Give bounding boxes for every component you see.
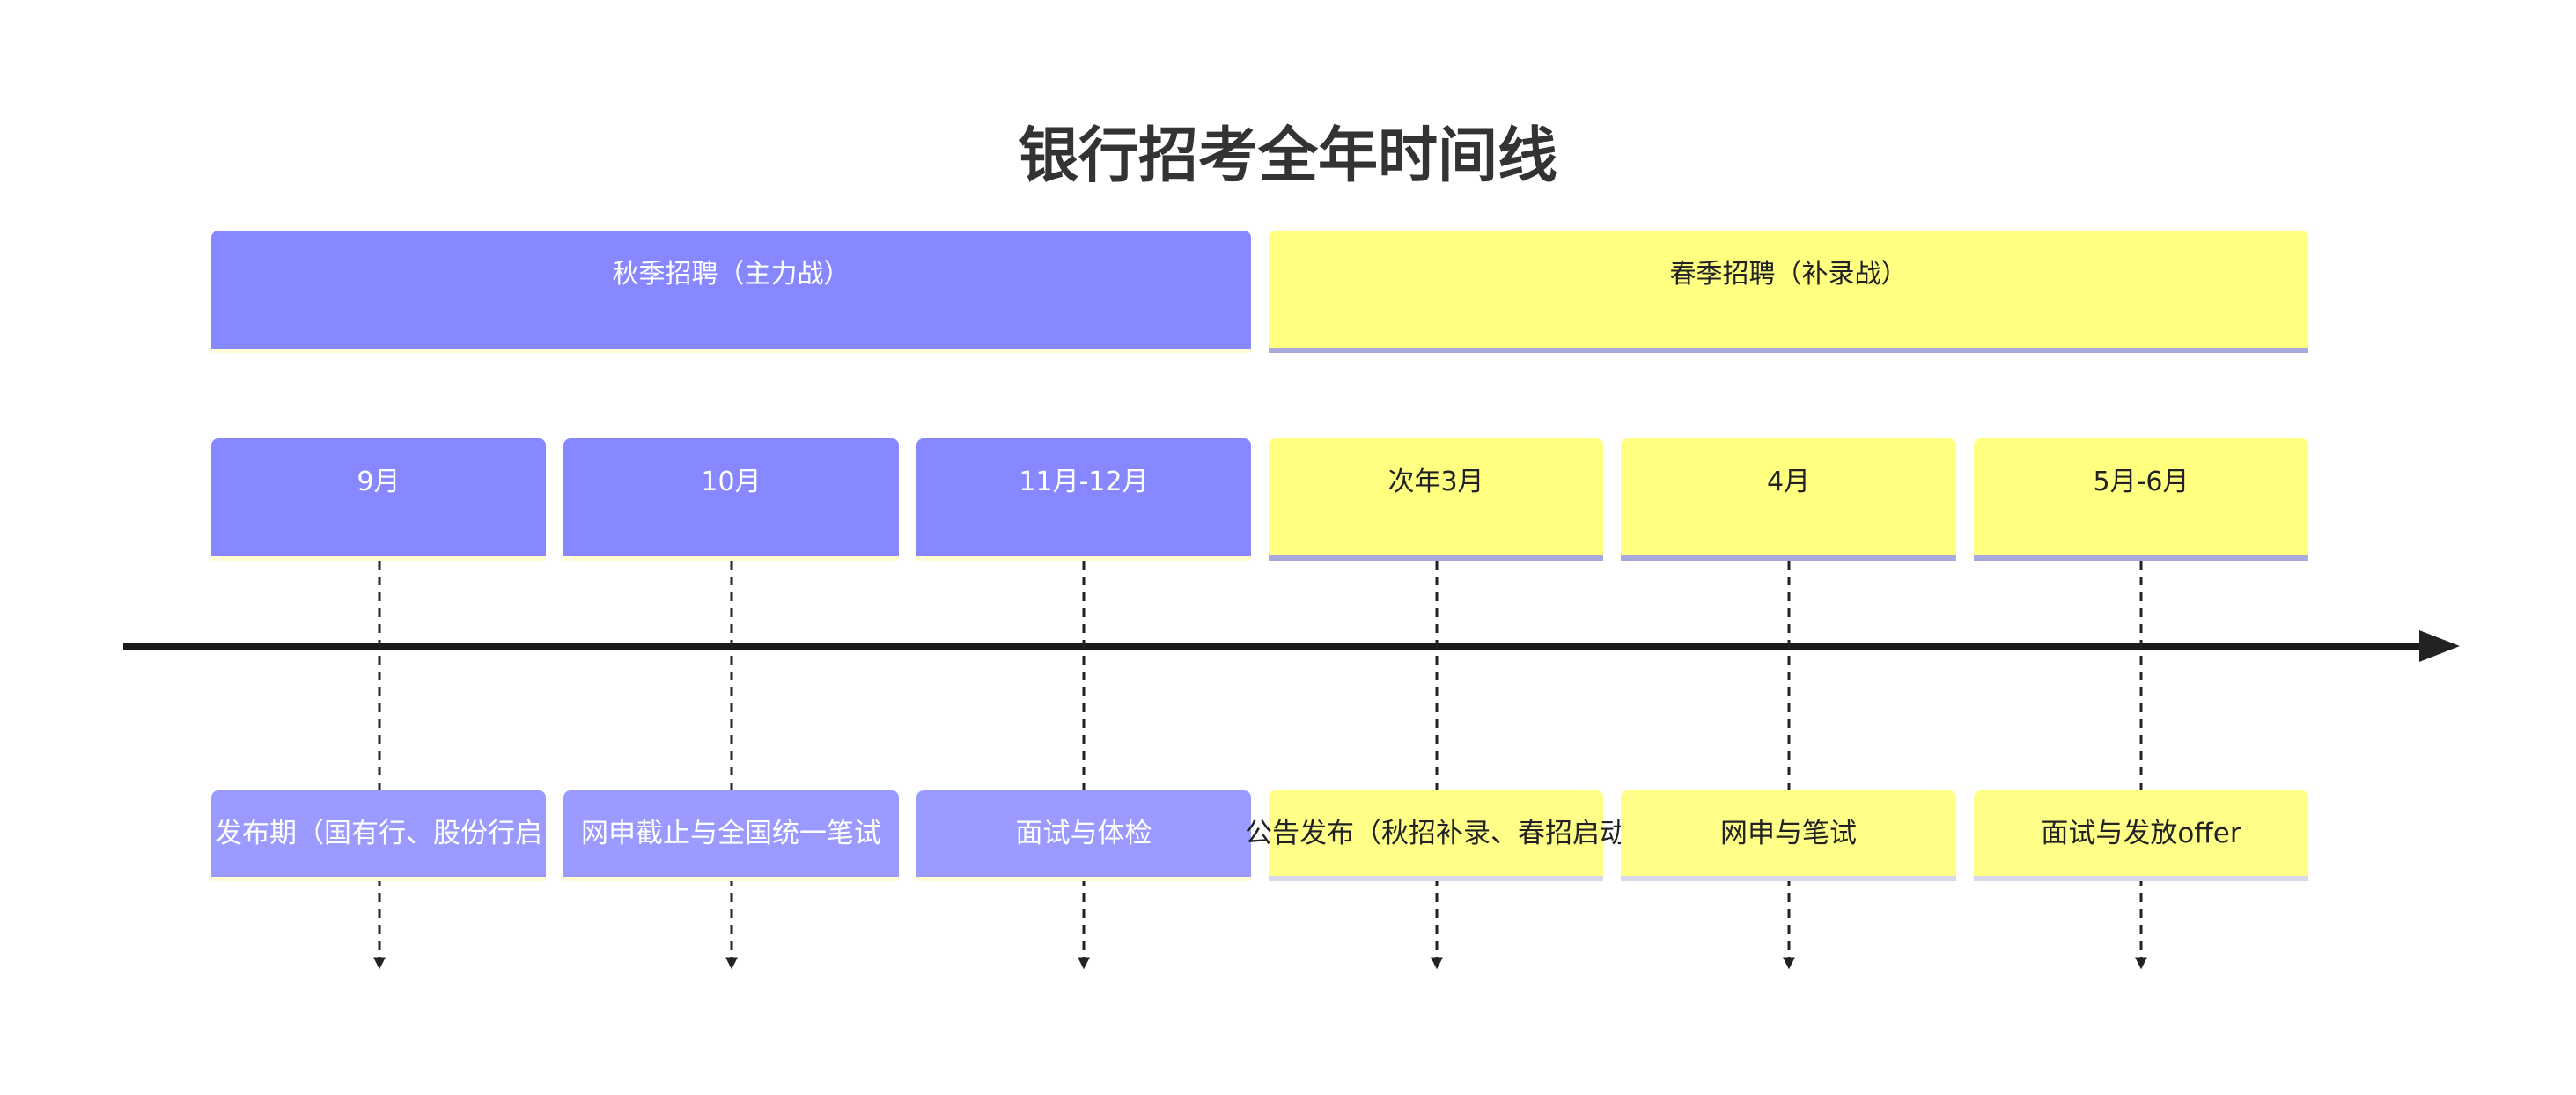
month-label: 次年3月 — [1387, 467, 1484, 497]
event-box-2: 网申截止与全国统一笔试 — [563, 790, 899, 881]
event-label: 发布期（国有行、股份行启 — [215, 818, 542, 849]
season-box-spring: 春季招聘（补录战） — [1269, 231, 2308, 353]
season-label-spring: 春季招聘（补录战） — [1669, 259, 1908, 290]
month-box-1: 9月 — [211, 438, 546, 561]
month-label: 9月 — [357, 467, 401, 497]
event-label: 公告发布（秋招补录、春招启动 — [1245, 817, 1627, 849]
season-box-autumn: 秋季招聘（主力战） — [211, 231, 1251, 353]
month-label: 10月 — [701, 467, 762, 497]
event-box-5: 网申与笔试 — [1621, 790, 1956, 881]
event-label: 网申截止与全国统一笔试 — [581, 818, 881, 849]
month-box-5: 4月 — [1621, 438, 1956, 561]
month-label: 11月-12月 — [1019, 467, 1149, 497]
month-box-4: 次年3月 — [1269, 438, 1603, 561]
page-title: 银行招考全年时间线 — [1018, 121, 1557, 191]
event-box-3: 面试与体检 — [916, 790, 1251, 881]
event-label: 面试与体检 — [1015, 818, 1152, 849]
month-box-6: 5月-6月 — [1974, 438, 2308, 561]
timeline-axis-arrowhead — [2419, 630, 2460, 662]
event-label: 面试与发放offer — [2041, 817, 2241, 849]
month-box-3: 11月-12月 — [916, 438, 1251, 561]
event-box-6: 面试与发放offer — [1974, 790, 2308, 881]
event-label: 网申与笔试 — [1720, 817, 1857, 849]
season-label-autumn: 秋季招聘（主力战） — [612, 259, 850, 290]
month-label: 4月 — [1766, 467, 1811, 497]
month-label: 5月-6月 — [2093, 467, 2190, 497]
month-box-2: 10月 — [563, 438, 899, 561]
event-box-1: 发布期（国有行、股份行启 — [211, 790, 546, 881]
event-box-4: 公告发布（秋招补录、春招启动 — [1245, 790, 1627, 881]
